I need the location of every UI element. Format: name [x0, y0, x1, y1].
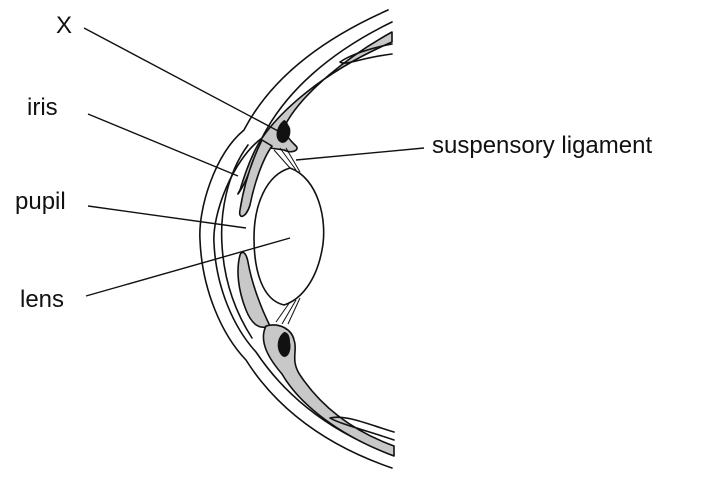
label-suspensory-ligament: suspensory ligament [432, 134, 652, 158]
upper-ciliary-body [238, 32, 392, 194]
leader-line-suspensory-ligament [296, 148, 424, 160]
lens-shape[interactable] [254, 168, 324, 305]
label-iris: iris [27, 96, 58, 120]
leader-line-iris [88, 114, 238, 176]
leader-line-x [84, 28, 280, 132]
label-x: X [56, 14, 72, 38]
label-lens: lens [20, 288, 64, 312]
label-pupil: pupil [15, 190, 66, 214]
